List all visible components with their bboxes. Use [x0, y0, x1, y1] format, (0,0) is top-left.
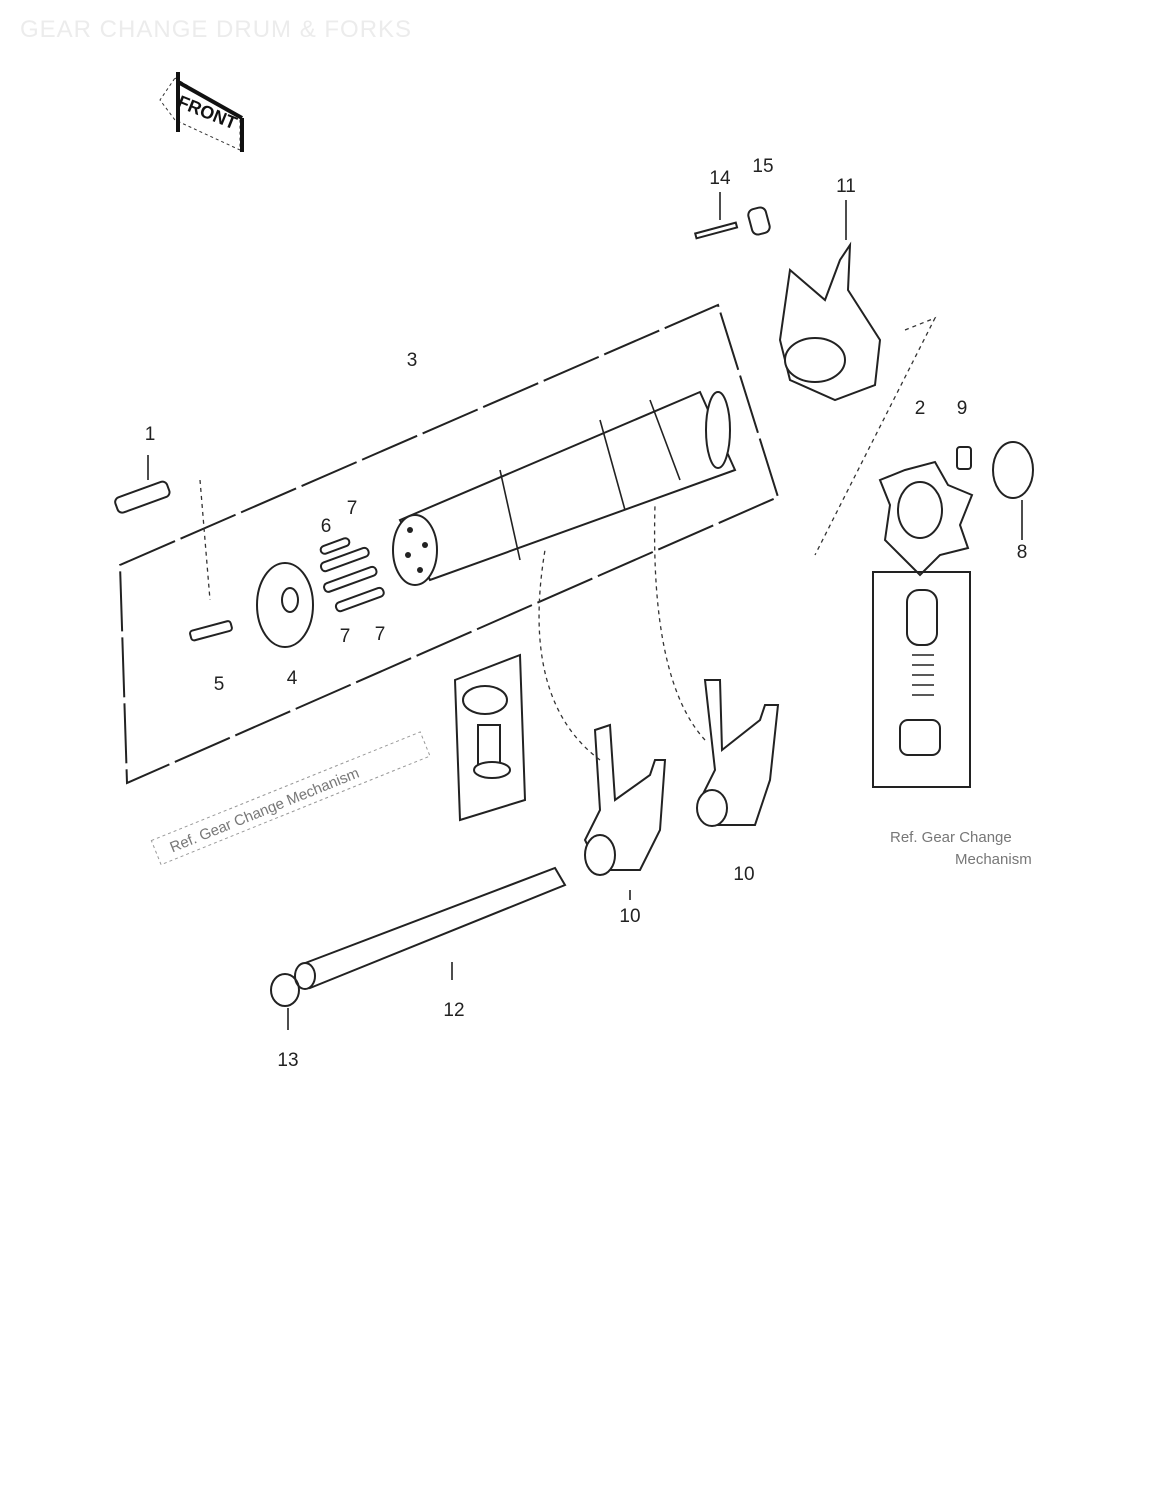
ref-right-line1: Ref. Gear Change	[890, 829, 1012, 846]
label-7b: 7	[340, 626, 351, 647]
label-14: 14	[709, 168, 731, 189]
label-10b: 10	[733, 864, 754, 885]
ref-left: Ref. Gear Change Mechanism	[150, 731, 431, 866]
label-5: 5	[214, 674, 225, 695]
label-11: 11	[836, 176, 856, 197]
svg-text:Ref. Gear Change Mechanism: Ref. Gear Change Mechanism	[168, 765, 362, 857]
part-9-spacer	[956, 446, 972, 470]
label-7c: 7	[375, 624, 386, 645]
label-8: 8	[1017, 542, 1028, 563]
ref-right-line2: Mechanism	[955, 851, 1032, 868]
label-1: 1	[145, 424, 156, 445]
label-12: 12	[443, 1000, 464, 1021]
drum-assembly-frame	[118, 303, 780, 785]
label-6: 6	[321, 516, 332, 537]
part-11-shift-fork	[778, 200, 882, 402]
part-1-stopper	[114, 455, 171, 514]
part-14-pin	[693, 221, 739, 240]
label-13: 13	[277, 1050, 298, 1071]
part-5-screw	[189, 620, 233, 642]
label-7a: 7	[347, 498, 358, 519]
label-15: 15	[752, 156, 773, 177]
label-2: 2	[915, 398, 926, 419]
diagram-title: GEAR CHANGE DRUM & FORKS	[20, 16, 413, 43]
part-12-fork-shaft	[298, 866, 567, 990]
part-10-shift-fork-b	[653, 504, 780, 827]
detent-assembly-frame	[872, 571, 971, 788]
part-13-circlip	[270, 973, 300, 1007]
label-3: 3	[407, 350, 418, 371]
front-direction-icon: FRONT	[159, 72, 244, 152]
part-10-shift-fork-a	[538, 549, 667, 876]
label-10a: 10	[619, 906, 640, 927]
shift-drum	[392, 390, 737, 586]
part-8-circlip	[992, 441, 1034, 499]
part-15-roller	[747, 206, 771, 236]
label-4: 4	[287, 668, 298, 689]
parts-6-7-pins	[319, 537, 385, 613]
part-4-plate	[199, 479, 314, 648]
label-9: 9	[957, 398, 968, 419]
bolt-assembly-frame	[453, 653, 527, 822]
